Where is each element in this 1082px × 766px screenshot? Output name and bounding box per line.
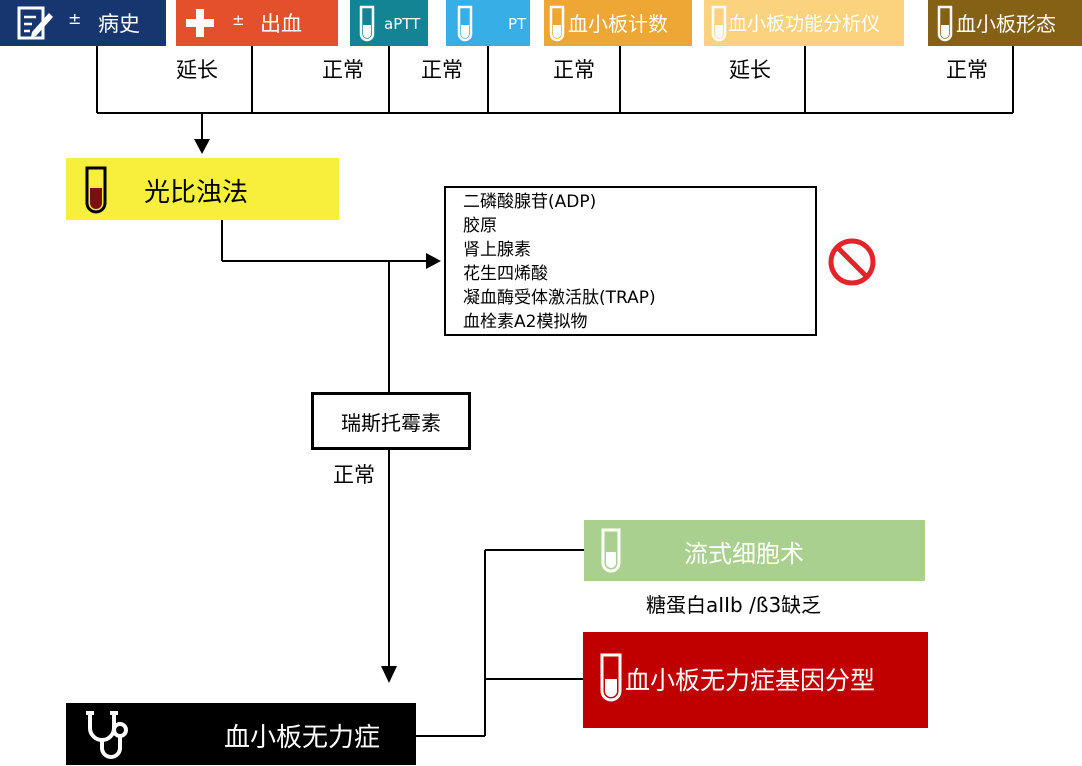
agonist-item: 肾上腺素: [463, 240, 531, 260]
aptt-label: aPTT: [384, 15, 421, 33]
platelet-count-label: 血小板计数: [568, 12, 668, 36]
flow-cytometry-label: 流式细胞术: [684, 540, 804, 568]
bleeding-label: 出血: [260, 12, 302, 36]
genotype-label: 血小板无力症基因分型: [625, 666, 876, 695]
tab-history: ± 病史: [0, 0, 166, 46]
stethoscope-icon: [86, 711, 128, 759]
test-tube-icon: [457, 5, 473, 42]
document-edit-icon: [17, 6, 53, 40]
agonist-item: 胶原: [463, 216, 497, 236]
lta-box: 光比浊法: [66, 158, 339, 220]
result-platelet-morphology: 正常: [946, 58, 988, 82]
test-tube-icon: [711, 5, 727, 42]
lta-label: 光比浊法: [144, 178, 249, 208]
tab-pt: PT: [446, 0, 530, 46]
platelet-function-label: 血小板功能分析仪: [728, 13, 881, 35]
genotype-box: 血小板无力症基因分型: [583, 632, 928, 728]
result-platelet-count: 正常: [553, 58, 595, 82]
flow-cytometry-result: 糖蛋白aIIb /ß3缺乏: [646, 593, 822, 617]
result-platelet-function: 延长: [729, 58, 771, 82]
agonist-item: 花生四烯酸: [463, 264, 548, 284]
pt-label: PT: [508, 15, 527, 33]
test-tube-icon: [601, 528, 621, 573]
test-tube-icon: [937, 5, 953, 42]
ristocetin-box: 瑞斯托霉素: [311, 392, 471, 450]
agonist-item: 凝血酶受体激活肽(TRAP): [463, 288, 656, 308]
test-tube-icon: [549, 5, 565, 42]
ristocetin-result: 正常: [333, 463, 375, 487]
tab-aptt: aPTT: [350, 0, 428, 46]
tab-platelet-count: 血小板计数: [544, 0, 692, 46]
ristocetin-label: 瑞斯托霉素: [341, 410, 441, 435]
tab-bleeding: ± 出血: [176, 0, 338, 46]
agonist-item: 血栓素A2模拟物: [463, 312, 588, 332]
flow-cytometry-box: 流式细胞术: [584, 520, 925, 581]
diagnosis-label: 血小板无力症: [224, 723, 381, 753]
history-label: 病史: [98, 12, 140, 36]
history-pm: ±: [68, 9, 82, 28]
plus-icon: [186, 9, 214, 37]
tab-platelet-morphology: 血小板形态: [928, 0, 1082, 46]
test-tube-icon: [600, 653, 622, 702]
diagnosis-box: 血小板无力症: [66, 703, 416, 765]
agonist-item: 二磷酸腺苷(ADP): [463, 192, 597, 212]
result-pt: 正常: [421, 58, 463, 82]
result-bleeding: 延长: [176, 58, 218, 82]
test-tube-icon: [359, 5, 375, 42]
prohibit-icon: [828, 238, 876, 286]
agonist-list: 二磷酸腺苷(ADP) 胶原 肾上腺素 花生四烯酸 凝血酶受体激活肽(TRAP) …: [444, 186, 817, 336]
platelet-morphology-label: 血小板形态: [956, 12, 1056, 36]
test-tube-icon: [85, 166, 107, 214]
result-aptt: 正常: [322, 58, 364, 82]
tab-platelet-function: 血小板功能分析仪: [704, 0, 904, 46]
bleeding-pm: ±: [232, 11, 245, 29]
